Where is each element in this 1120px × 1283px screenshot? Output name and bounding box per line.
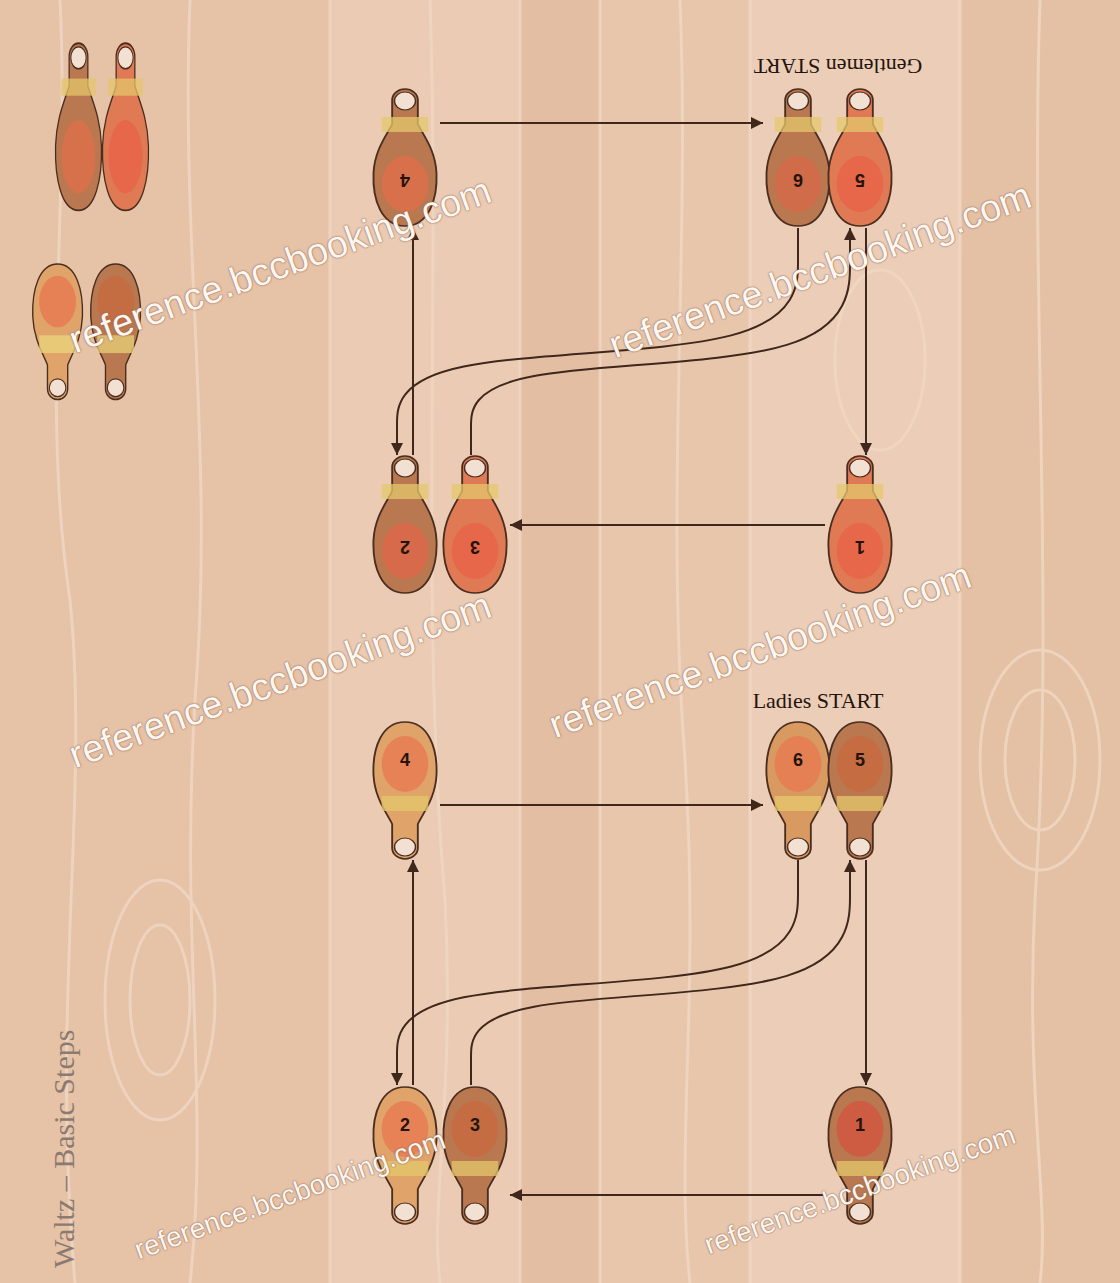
step-number: 1 [825,537,895,557]
footprint-shape [370,720,440,860]
footprint: 1 [825,455,895,595]
footprint: 5 [825,88,895,228]
footprint-shape [440,455,510,595]
step-arrow [510,1194,825,1196]
footprint-shape [763,88,833,228]
shoe-band [775,796,822,811]
wood-grain [56,0,1100,1283]
shoe-band [452,1161,499,1176]
watermark: reference.bccbooking.com [63,168,497,362]
shoe-band [775,117,822,132]
shoe-band [837,484,884,499]
footprint: 5 [825,720,895,860]
step-number: 3 [440,1115,510,1135]
watermark: reference.bccbooking.com [543,553,977,747]
shoe-band [382,117,429,132]
shoe-heel [395,1203,416,1221]
step-arrow [412,228,414,455]
shoe-outline [373,456,436,593]
shoe-band [837,117,884,132]
shoe-heel [850,838,871,856]
step-arrow [471,860,850,1085]
start-label: Gentlemen START [754,54,923,79]
shoe-heel [465,1203,486,1221]
shoe-band [382,484,429,499]
shoe-heel [850,459,871,477]
footprint-shape [370,455,440,595]
step-number: 4 [370,750,440,770]
step-arrow [412,860,414,1085]
step-number: 2 [370,537,440,557]
footprint: 3 [440,455,510,595]
step-arrow [510,524,825,526]
footprint: 2 [370,455,440,595]
key-footprints-gentlemen [55,43,148,210]
step-arrow [440,122,763,124]
step-number: 6 [763,750,833,770]
step-number: 6 [763,170,833,190]
footprint-shape [825,455,895,595]
shoe-band [452,484,499,499]
shoe-band [382,796,429,811]
shoe-outline [828,89,891,226]
shoe-outline [766,89,829,226]
shoe-outline [443,456,506,593]
step-number: 1 [825,1115,895,1135]
shoe-heel [395,459,416,477]
footprint-shape [825,720,895,860]
shoe-heel [395,838,416,856]
step-arrow [397,228,798,455]
shoe-heel [788,92,809,110]
footprint-shape [763,720,833,860]
step-number: 3 [440,537,510,557]
footprint: 6 [763,720,833,860]
step-number: 5 [825,170,895,190]
step-arrow [865,860,867,1085]
step-number: 5 [825,750,895,770]
shoe-band [837,796,884,811]
diagram-title: Waltz – Basic Steps [46,1030,82,1268]
shoe-outline [766,722,829,859]
shoe-outline [443,1087,506,1224]
step-arrow [397,860,798,1085]
footprint-shape [440,1085,510,1225]
shoe-heel [465,459,486,477]
step-arrow [440,804,763,806]
shoe-outline [828,456,891,593]
footprint: 3 [440,1085,510,1225]
start-label: Ladies START [753,688,884,713]
shoe-heel [788,838,809,856]
footprint: 6 [763,88,833,228]
footprint-shape [825,88,895,228]
shoe-heel [850,92,871,110]
shoe-outline [373,722,436,859]
shoe-outline [828,722,891,859]
shoe-heel [395,92,416,110]
footprint: 4 [370,720,440,860]
